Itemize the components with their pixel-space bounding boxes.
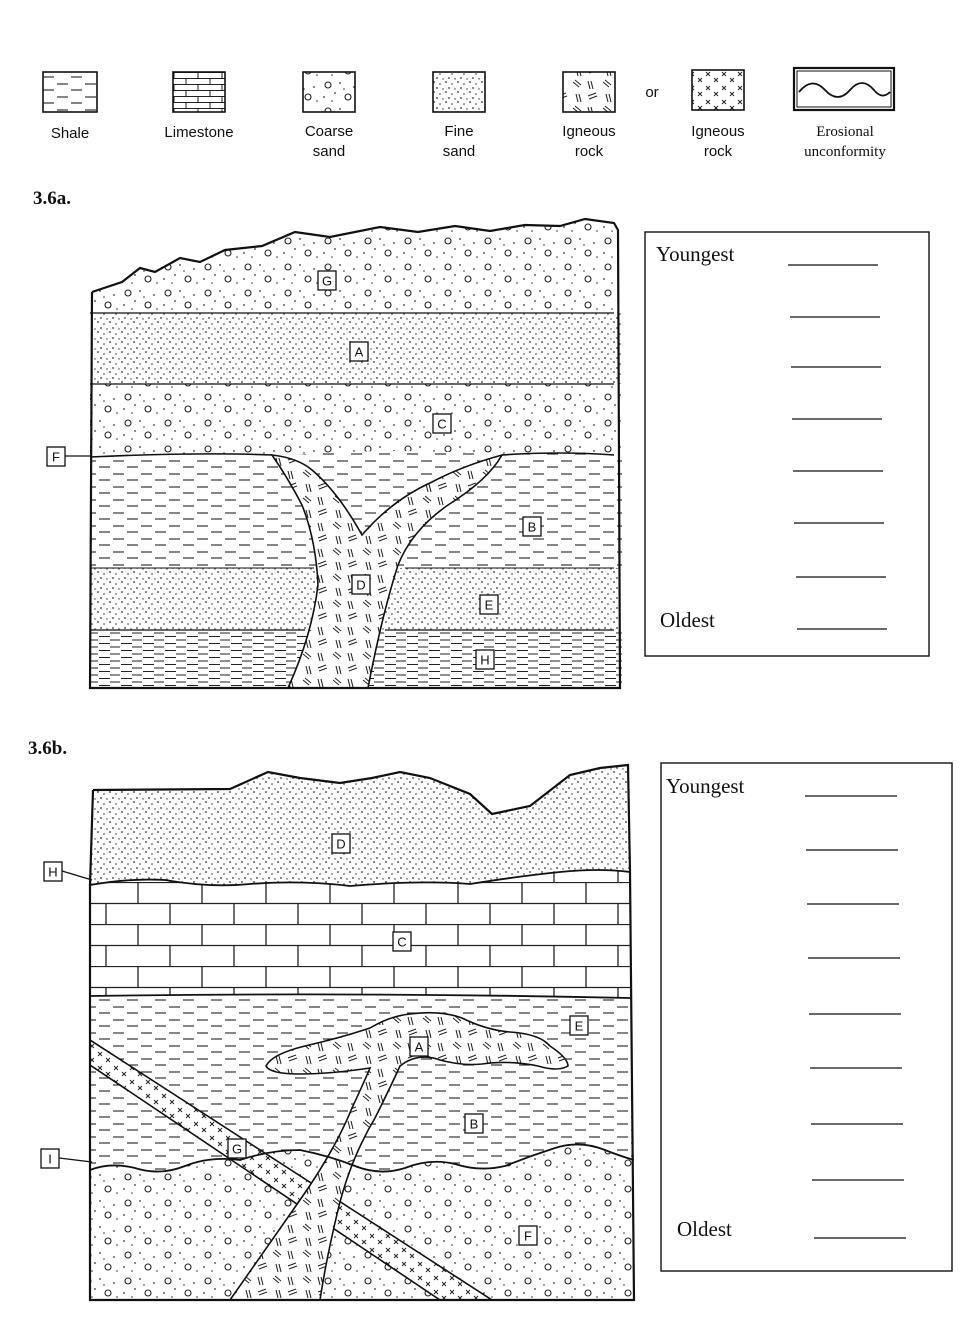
legend-coarse-sand-label-1: Coarse	[305, 123, 353, 140]
label-a-c: C	[437, 417, 446, 432]
cross-section-b	[90, 765, 634, 1300]
label-b-h: H	[48, 865, 57, 880]
cross-section-a	[90, 219, 622, 688]
legend-fine-sand-label-2: sand	[443, 143, 476, 160]
legend-shale-swatch	[42, 71, 98, 113]
legend-igneous-1-label-1: Igneous	[562, 123, 615, 140]
legend-igneous-cross-swatch	[691, 69, 745, 111]
legend-unconformity-label-1: Erosional	[816, 124, 874, 140]
layer-b-a-sill-dike	[229, 1011, 569, 1300]
answer-b-youngest: Youngest	[666, 774, 745, 798]
section-b-title: 3.6b.	[28, 738, 67, 759]
label-b-g: G	[232, 1142, 242, 1157]
label-a-a: A	[355, 345, 364, 360]
label-b-b: B	[470, 1117, 479, 1132]
section-a-outline	[88, 217, 622, 690]
layer-a-g-coarse-sand	[92, 219, 614, 313]
layer-a-b-shale	[90, 451, 622, 568]
legend-fine-sand-swatch	[432, 71, 486, 113]
legend-limestone-label: Limestone	[164, 124, 233, 141]
section-a-labels: G A C F B D E H	[46, 270, 542, 670]
legend-unconformity-swatch	[792, 66, 896, 112]
layer-a-c-coarse-sand	[90, 384, 622, 457]
legend-limestone-swatch	[172, 71, 226, 113]
answer-b-oldest: Oldest	[677, 1217, 732, 1241]
legend-igneous-1-label-2: rock	[575, 143, 604, 160]
label-a-e: E	[485, 598, 494, 613]
layer-b-c-limestone	[90, 870, 630, 998]
legend-igneous-2-label-2: rock	[704, 143, 733, 160]
layer-b-d-fine-sand	[90, 765, 630, 886]
section-b-outline	[88, 763, 636, 1302]
label-b-i: I	[48, 1152, 52, 1167]
layer-a-d-dike	[270, 453, 504, 688]
layer-b-eb-shale	[90, 994, 634, 1172]
section-a-title: 3.6a.	[33, 188, 71, 209]
answer-box-a: Youngest Oldest	[644, 231, 930, 657]
legend-unconformity-label-2: unconformity	[804, 144, 886, 160]
answer-box-b: Youngest Oldest	[660, 762, 953, 1272]
label-a-d: D	[356, 578, 365, 593]
label-b-d: D	[336, 837, 345, 852]
label-a-f: F	[52, 450, 60, 465]
legend-coarse-sand-swatch	[302, 71, 356, 113]
label-b-a: A	[415, 1040, 424, 1055]
section-b-labels: D H C E A B G I F	[40, 833, 589, 1246]
answer-a-oldest: Oldest	[660, 608, 715, 632]
legend-fine-sand-label-1: Fine	[444, 123, 473, 140]
label-b-c: C	[397, 935, 406, 950]
legend-igneous-hash-swatch	[562, 71, 616, 113]
legend-or-text: or	[645, 84, 658, 101]
legend-coarse-sand-label-2: sand	[313, 143, 346, 160]
legend-shale-label: Shale	[51, 125, 89, 142]
label-b-e: E	[575, 1019, 584, 1034]
layer-b-g-dike	[90, 1039, 494, 1300]
label-b-f: F	[524, 1229, 532, 1244]
label-a-b: B	[528, 520, 537, 535]
label-a-g: G	[322, 274, 332, 289]
answer-a-youngest: Youngest	[656, 242, 735, 266]
legend-igneous-2-label-1: Igneous	[691, 123, 744, 140]
label-a-h: H	[480, 653, 489, 668]
legend: Shale Limestone Coarse sand Fine sand Ig…	[42, 66, 896, 160]
